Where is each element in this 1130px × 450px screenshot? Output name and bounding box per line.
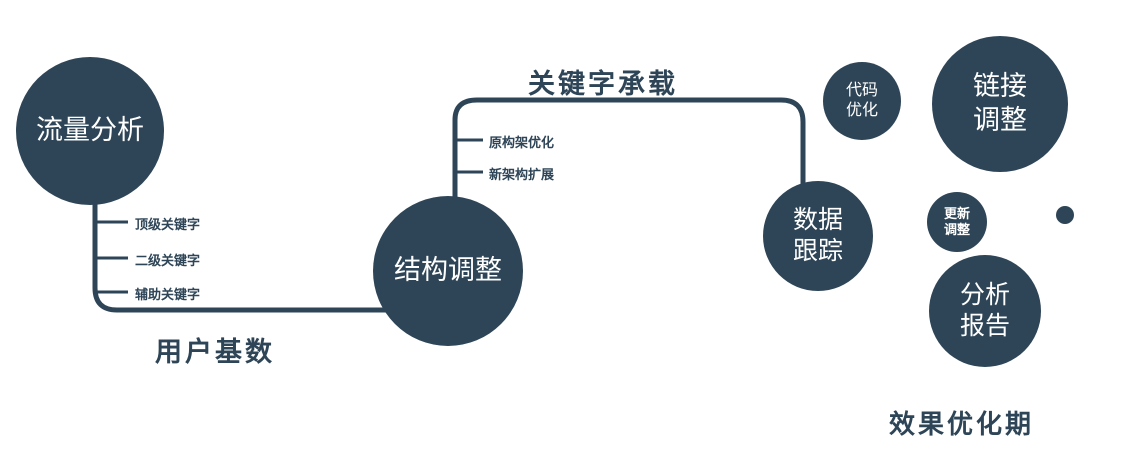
node-code-optimize: 代码 优化 — [823, 62, 901, 140]
edge-label-effect-period: 效果优化期 — [889, 409, 1035, 439]
edge-label-user-base: 用户基数 — [155, 337, 275, 367]
node-code-optimize-line2: 优化 — [845, 102, 878, 119]
node-traffic-analysis: 流量分析 — [16, 57, 164, 205]
node-update-adjust: 更新 调整 — [927, 192, 987, 252]
branch-label-original-framework: 原构架优化 — [489, 135, 555, 150]
node-analysis-report: 分析 报告 — [929, 255, 1041, 367]
small-dot-node — [1056, 206, 1074, 224]
node-link-adjust-line2: 调整 — [973, 105, 1027, 135]
node-structure-adjust-label: 结构调整 — [394, 255, 502, 286]
edge-traffic-to-structure — [92, 170, 392, 313]
branch-label-top-keywords: 顶级关键字 — [135, 217, 201, 232]
edge-label-keyword-load: 关键字承载 — [528, 69, 678, 99]
node-code-optimize-line1: 代码 — [845, 82, 878, 99]
branch-label-secondary-keywords: 二级关键字 — [135, 253, 201, 268]
node-update-adjust-line2: 调整 — [943, 222, 970, 237]
node-link-adjust-line1: 链接 — [973, 71, 1027, 102]
node-data-tracking-line2: 跟踪 — [792, 237, 843, 265]
node-structure-adjust: 结构调整 — [373, 196, 523, 346]
node-analysis-report-line2: 报告 — [959, 312, 1010, 340]
node-analysis-report-line1: 分析 — [959, 280, 1010, 309]
node-data-tracking: 数据 跟踪 — [763, 181, 873, 291]
node-traffic-analysis-label: 流量分析 — [36, 115, 144, 146]
node-data-tracking-line1: 数据 — [792, 205, 843, 234]
node-update-adjust-line1: 更新 — [943, 205, 970, 221]
branch-label-new-framework: 新架构扩展 — [489, 167, 555, 182]
branch-label-auxiliary-keywords: 辅助关键字 — [135, 287, 201, 302]
edge-structure-to-tracking — [452, 97, 806, 230]
node-link-adjust: 链接 调整 — [932, 36, 1068, 172]
